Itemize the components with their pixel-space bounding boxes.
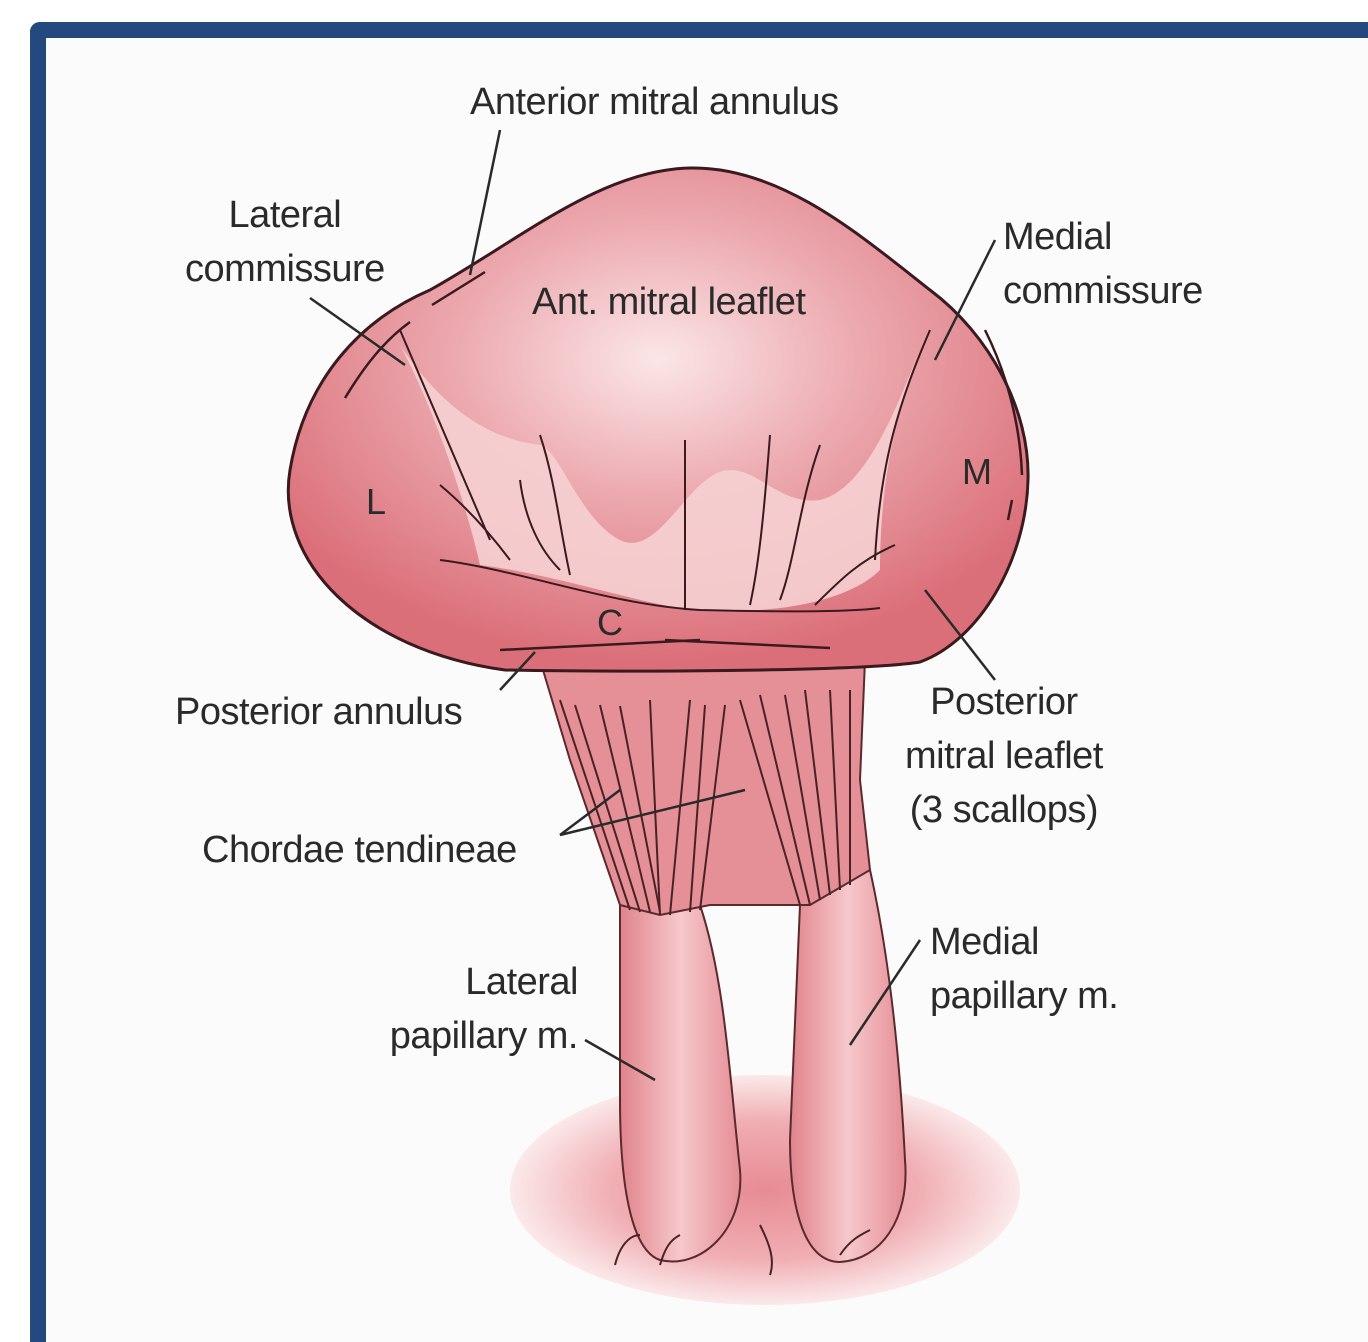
ventricular-wall-base bbox=[510, 1075, 1020, 1305]
label-medial-commissure: Medial commissure bbox=[1003, 210, 1203, 318]
label-chordae-tendineae: Chordae tendineae bbox=[202, 823, 517, 877]
lateral-papillary-muscle bbox=[620, 905, 740, 1262]
medial-papillary-muscle bbox=[790, 870, 906, 1262]
label-lateral-commissure: Lateral commissure bbox=[185, 188, 385, 296]
label-letter-c: C bbox=[597, 596, 623, 650]
label-posterior-mitral-leaflet: Posterior mitral leaflet (3 scallops) bbox=[905, 675, 1103, 837]
label-ant-mitral-leaflet: Ant. mitral leaflet bbox=[532, 275, 806, 329]
label-medial-papillary-muscle: Medial papillary m. bbox=[930, 915, 1118, 1023]
label-letter-m: M bbox=[962, 445, 992, 499]
label-letter-l: L bbox=[366, 475, 386, 529]
label-posterior-annulus: Posterior annulus bbox=[175, 685, 462, 739]
label-anterior-mitral-annulus: Anterior mitral annulus bbox=[470, 75, 839, 129]
label-lateral-papillary-muscle: Lateral papillary m. bbox=[370, 955, 578, 1063]
